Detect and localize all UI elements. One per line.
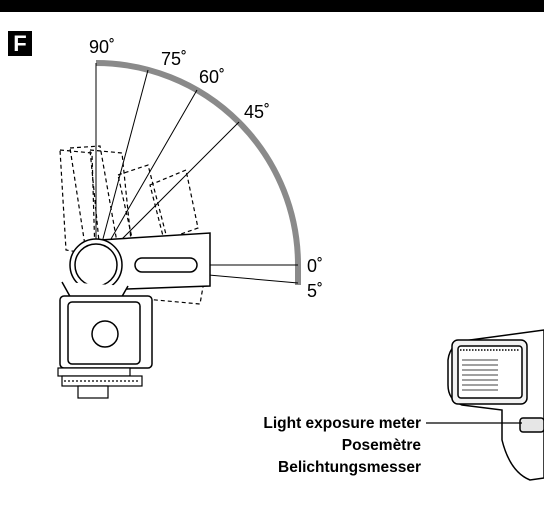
angle-label-0: 0˚	[307, 256, 324, 276]
caption-german: Belichtungsmesser	[278, 459, 421, 476]
angle-label-45: 45˚	[244, 102, 271, 122]
caption-french: Posemètre	[341, 437, 421, 454]
angle-label-5: 5˚	[307, 281, 324, 301]
caption-english: Light exposure meter	[263, 415, 421, 432]
bounce-arc	[95, 60, 301, 285]
meter-caption: Light exposure meter Posemètre Belichtun…	[263, 413, 421, 479]
light-meter-sensor	[519, 417, 544, 433]
flash-body	[59, 281, 153, 369]
angle-label-90: 90˚	[89, 37, 116, 57]
top-bar	[0, 0, 544, 12]
angle-label-75: 75˚	[161, 49, 188, 69]
angle-label-60: 60˚	[199, 67, 226, 87]
flash-shoe	[57, 367, 143, 399]
flash-head	[69, 232, 211, 292]
flash-closeup	[447, 329, 544, 481]
section-badge: F	[8, 31, 32, 56]
